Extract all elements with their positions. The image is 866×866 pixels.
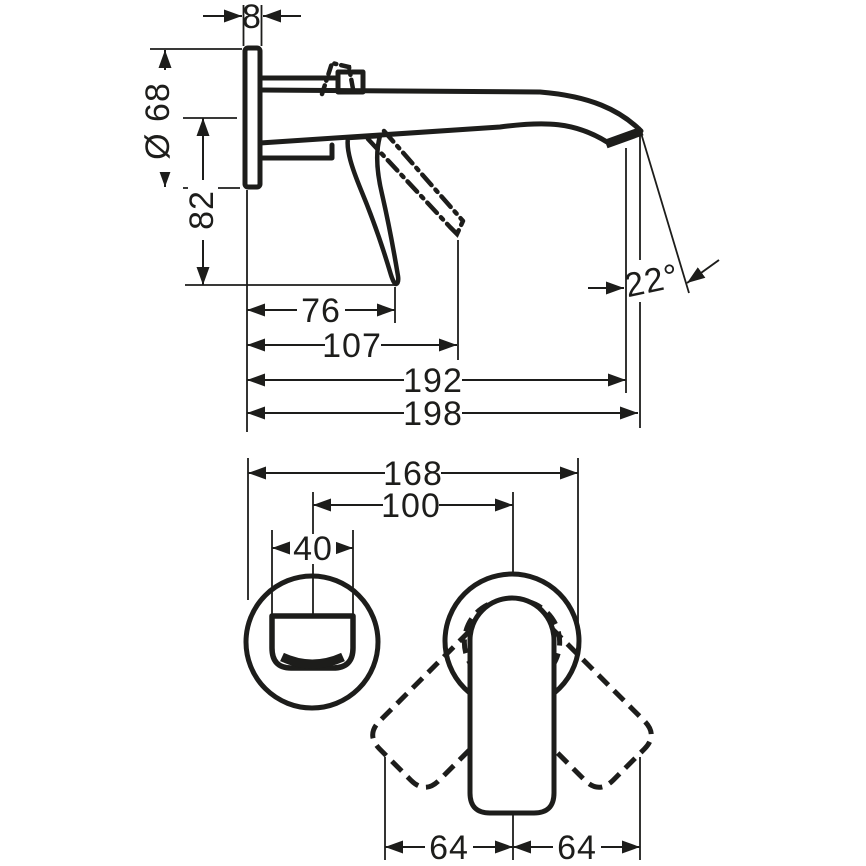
dim-center-distance: 100 — [313, 487, 513, 525]
faucet-side-outline — [242, 45, 644, 287]
handle-plan-outline — [467, 595, 557, 816]
angle-slant-line — [640, 132, 690, 294]
aerator — [280, 652, 345, 669]
dim-label-lever-swing-right: 64 — [557, 829, 597, 866]
lever-up-position — [319, 60, 356, 97]
dim-label-lever-swing-left: 64 — [429, 829, 469, 866]
dim-lever-drop: 82 — [183, 117, 397, 286]
dim-lever-open-projection: 107 — [247, 327, 457, 365]
lever-handle-open-position — [365, 128, 466, 238]
dim-plate-thickness: 8 — [203, 0, 301, 46]
dim-label-center-distance: 100 — [381, 487, 441, 525]
spout-top-contour — [257, 87, 644, 134]
dim-lever-projection: 76 — [247, 292, 395, 330]
spout-plan-outline — [269, 613, 356, 671]
dim-lever-swing-right: 64 — [513, 829, 640, 866]
dim-label-lever-projection: 76 — [301, 292, 341, 330]
side-view: 8 Ø 68 82 76 — [139, 0, 720, 433]
wall-plate — [242, 45, 263, 190]
dim-label-plate-thickness: 8 — [242, 0, 262, 36]
dim-label-total-projection: 198 — [403, 395, 463, 433]
dim-label-spout-width: 40 — [293, 530, 333, 568]
dim-label-outlet-projection: 192 — [403, 362, 463, 400]
dim-label-overall-width: 168 — [383, 455, 443, 493]
valve-body-underside — [257, 142, 335, 161]
dim-spout-width: 40 — [272, 530, 353, 568]
lever-handle-closed — [345, 133, 401, 287]
bottom-view: 168 100 40 64 64 — [243, 455, 654, 866]
dim-lever-swing-left: 64 — [385, 829, 513, 866]
dim-overall-width: 168 — [248, 455, 578, 493]
spout-outlet-face — [604, 126, 644, 149]
dim-outlet-projection: 192 — [247, 362, 626, 400]
dim-label-escutcheon-diameter: Ø 68 — [139, 82, 177, 160]
dim-escutcheon-diameter: Ø 68 — [139, 48, 242, 189]
dim-total-projection: 198 — [247, 395, 638, 433]
dim-spout-angle: 22° — [588, 257, 720, 305]
spout-bottom-contour — [257, 121, 610, 146]
dim-label-lever-open-projection: 107 — [322, 327, 382, 365]
dim-label-lever-drop: 82 — [183, 190, 221, 230]
